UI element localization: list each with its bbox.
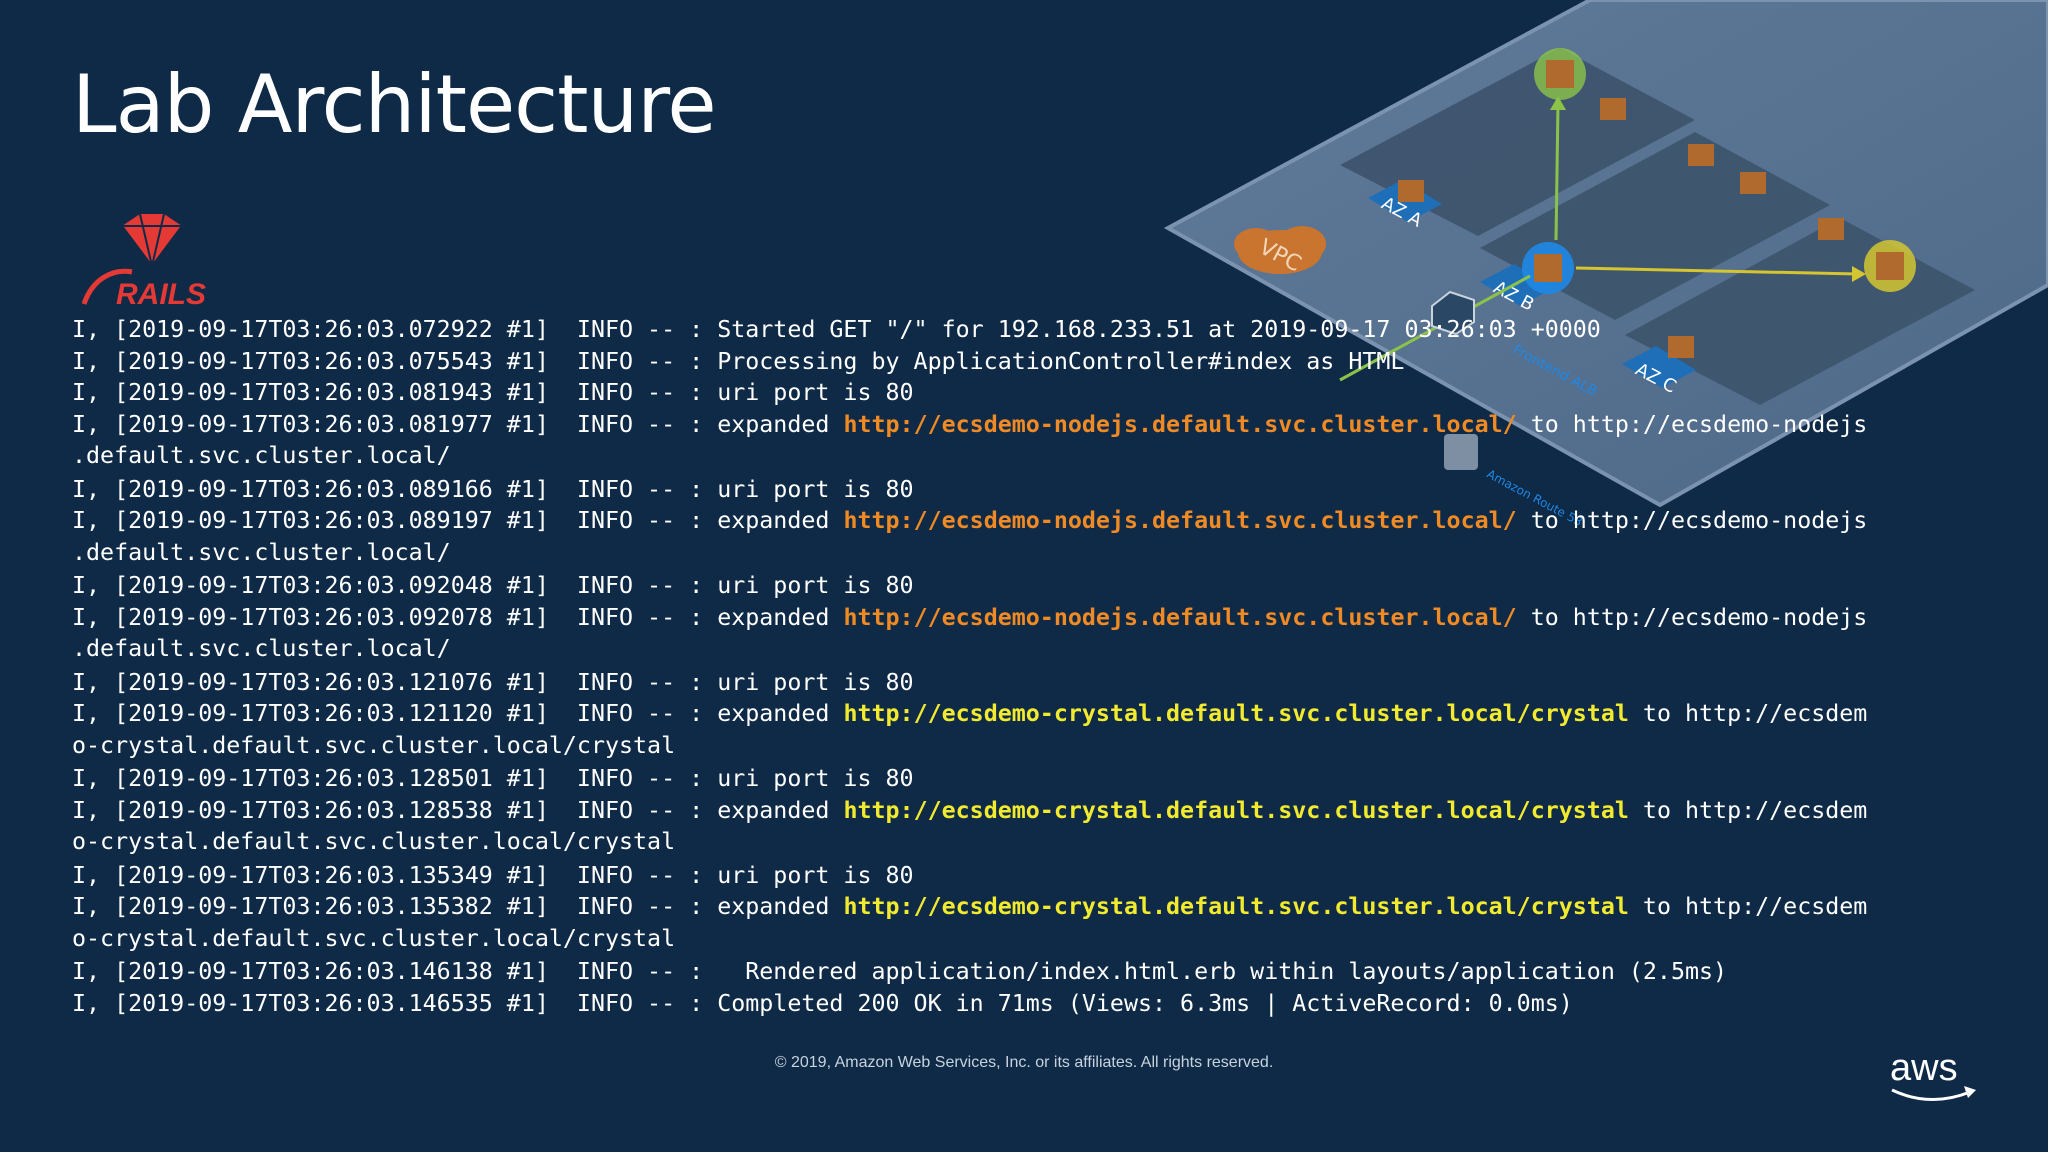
log-text: I, [2019-09-17T03:26:03.128501 #1] INFO … (72, 765, 914, 792)
log-text: I, [2019-09-17T03:26:03.092048 #1] INFO … (72, 572, 914, 599)
log-text: .default.svc.cluster.local/ (72, 635, 451, 662)
log-text: to http://ecsdemo-nodejs (1516, 507, 1868, 534)
log-text: o-crystal.default.svc.cluster.local/crys… (72, 828, 676, 855)
container-icon (1600, 98, 1626, 120)
log-text: to http://ecsdem (1628, 893, 1868, 920)
log-text: I, [2019-09-17T03:26:03.081977 #1] INFO … (72, 410, 844, 438)
log-text: I, [2019-09-17T03:26:03.121120 #1] INFO … (72, 700, 844, 727)
container-icon (1546, 60, 1574, 88)
log-line: I, [2019-09-17T03:26:03.121120 #1] INFO … (72, 698, 2032, 761)
ruby-gem-icon (122, 214, 182, 266)
arrowhead-icon (1852, 266, 1866, 282)
log-text: .default.svc.cluster.local/ (72, 442, 451, 469)
log-text: I, [2019-09-17T03:26:03.089197 #1] INFO … (72, 507, 844, 534)
log-text: I, [2019-09-17T03:26:03.135349 #1] INFO … (72, 861, 914, 889)
rails-logo: RAILS (82, 213, 206, 308)
log-text: I, [2019-09-17T03:26:03.128538 #1] INFO … (72, 796, 844, 824)
log-text: to http://ecsdemo-nodejs (1516, 603, 1868, 631)
container-icon (1398, 180, 1424, 202)
log-text: I, [2019-09-17T03:26:03.081943 #1] INFO … (72, 379, 914, 406)
log-line: I, [2019-09-17T03:26:03.081977 #1] INFO … (72, 409, 2032, 472)
log-line: I, [2019-09-17T03:26:03.081943 #1] INFO … (72, 377, 2032, 409)
log-url: http://ecsdemo-nodejs.default.svc.cluste… (843, 603, 1517, 631)
container-icon (1818, 218, 1844, 240)
log-text: I, [2019-09-17T03:26:03.089166 #1] INFO … (72, 475, 914, 503)
arrowhead-icon (1550, 96, 1566, 110)
log-text: I, [2019-09-17T03:26:03.121076 #1] INFO … (72, 668, 914, 696)
log-line: I, [2019-09-17T03:26:03.092078 #1] INFO … (72, 602, 2032, 665)
log-line: I, [2019-09-17T03:26:03.075543 #1] INFO … (72, 346, 2032, 378)
log-line: I, [2019-09-17T03:26:03.128538 #1] INFO … (72, 795, 2032, 858)
log-line: I, [2019-09-17T03:26:03.128501 #1] INFO … (72, 763, 2032, 795)
subnet-az-a (1340, 48, 1695, 236)
log-text: to http://ecsdem (1628, 700, 1868, 727)
aws-smile-icon (1891, 1088, 1971, 1101)
container-icon (1876, 252, 1904, 280)
log-text: o-crystal.default.svc.cluster.local/crys… (72, 924, 676, 952)
log-line: I, [2019-09-17T03:26:03.089197 #1] INFO … (72, 505, 2032, 568)
log-url: http://ecsdemo-nodejs.default.svc.cluste… (843, 507, 1517, 534)
log-url: http://ecsdemo-crystal.default.svc.clust… (843, 893, 1629, 920)
log-url: http://ecsdemo-nodejs.default.svc.cluste… (843, 410, 1517, 438)
log-text: .default.svc.cluster.local/ (72, 538, 451, 566)
container-icons (1398, 98, 1844, 358)
log-line: I, [2019-09-17T03:26:03.135349 #1] INFO … (72, 860, 2032, 892)
log-line: I, [2019-09-17T03:26:03.121076 #1] INFO … (72, 667, 2032, 699)
aws-wordmark: aws (1890, 1047, 1958, 1089)
log-text: I, [2019-09-17T03:26:03.075543 #1] INFO … (72, 347, 1405, 375)
container-icon (1534, 254, 1562, 282)
log-line: I, [2019-09-17T03:26:03.092048 #1] INFO … (72, 570, 2032, 602)
log-text: to http://ecsdem (1628, 796, 1868, 824)
copyright-footer: © 2019, Amazon Web Services, Inc. or its… (774, 1054, 1274, 1071)
log-text: I, [2019-09-17T03:26:03.072922 #1] INFO … (72, 316, 1601, 343)
log-url: http://ecsdemo-crystal.default.svc.clust… (843, 796, 1629, 824)
log-text: I, [2019-09-17T03:26:03.146138 #1] INFO … (72, 958, 1728, 985)
route53-icon (1444, 434, 1478, 470)
rails-wordmark: RAILS (116, 278, 206, 308)
slide-title: Lab Architecture (72, 58, 717, 151)
alb-icon (1431, 290, 1475, 336)
log-line: I, [2019-09-17T03:26:03.135382 #1] INFO … (72, 891, 2032, 954)
aws-logo: aws (1890, 1047, 1976, 1101)
log-text: to http://ecsdemo-nodejs (1516, 410, 1868, 438)
log-text: I, [2019-09-17T03:26:03.135382 #1] INFO … (72, 893, 844, 920)
container-icon (1740, 172, 1766, 194)
container-icon (1668, 336, 1694, 358)
log-line: I, [2019-09-17T03:26:03.146535 #1] INFO … (72, 988, 2032, 1020)
container-icon (1688, 144, 1714, 166)
log-text: o-crystal.default.svc.cluster.local/crys… (72, 731, 676, 759)
log-text: I, [2019-09-17T03:26:03.146535 #1] INFO … (72, 989, 1573, 1017)
architecture-diagram: AZ A AZ B AZ C VPC Frontend ALB Amazon R… (1163, 0, 2048, 529)
log-url: http://ecsdemo-crystal.default.svc.clust… (843, 700, 1629, 727)
log-line: I, [2019-09-17T03:26:03.146138 #1] INFO … (72, 956, 2032, 988)
arrow-to-nodejs (1554, 103, 1560, 241)
log-line: I, [2019-09-17T03:26:03.072922 #1] INFO … (72, 314, 2032, 346)
server-log: I, [2019-09-17T03:26:03.072922 #1] INFO … (72, 314, 2032, 1019)
arrow-to-crystal (1575, 266, 1859, 276)
vpc-cloud-icon: VPC (1234, 226, 1326, 277)
log-line: I, [2019-09-17T03:26:03.089166 #1] INFO … (72, 474, 2032, 506)
log-text: I, [2019-09-17T03:26:03.092078 #1] INFO … (72, 603, 844, 631)
